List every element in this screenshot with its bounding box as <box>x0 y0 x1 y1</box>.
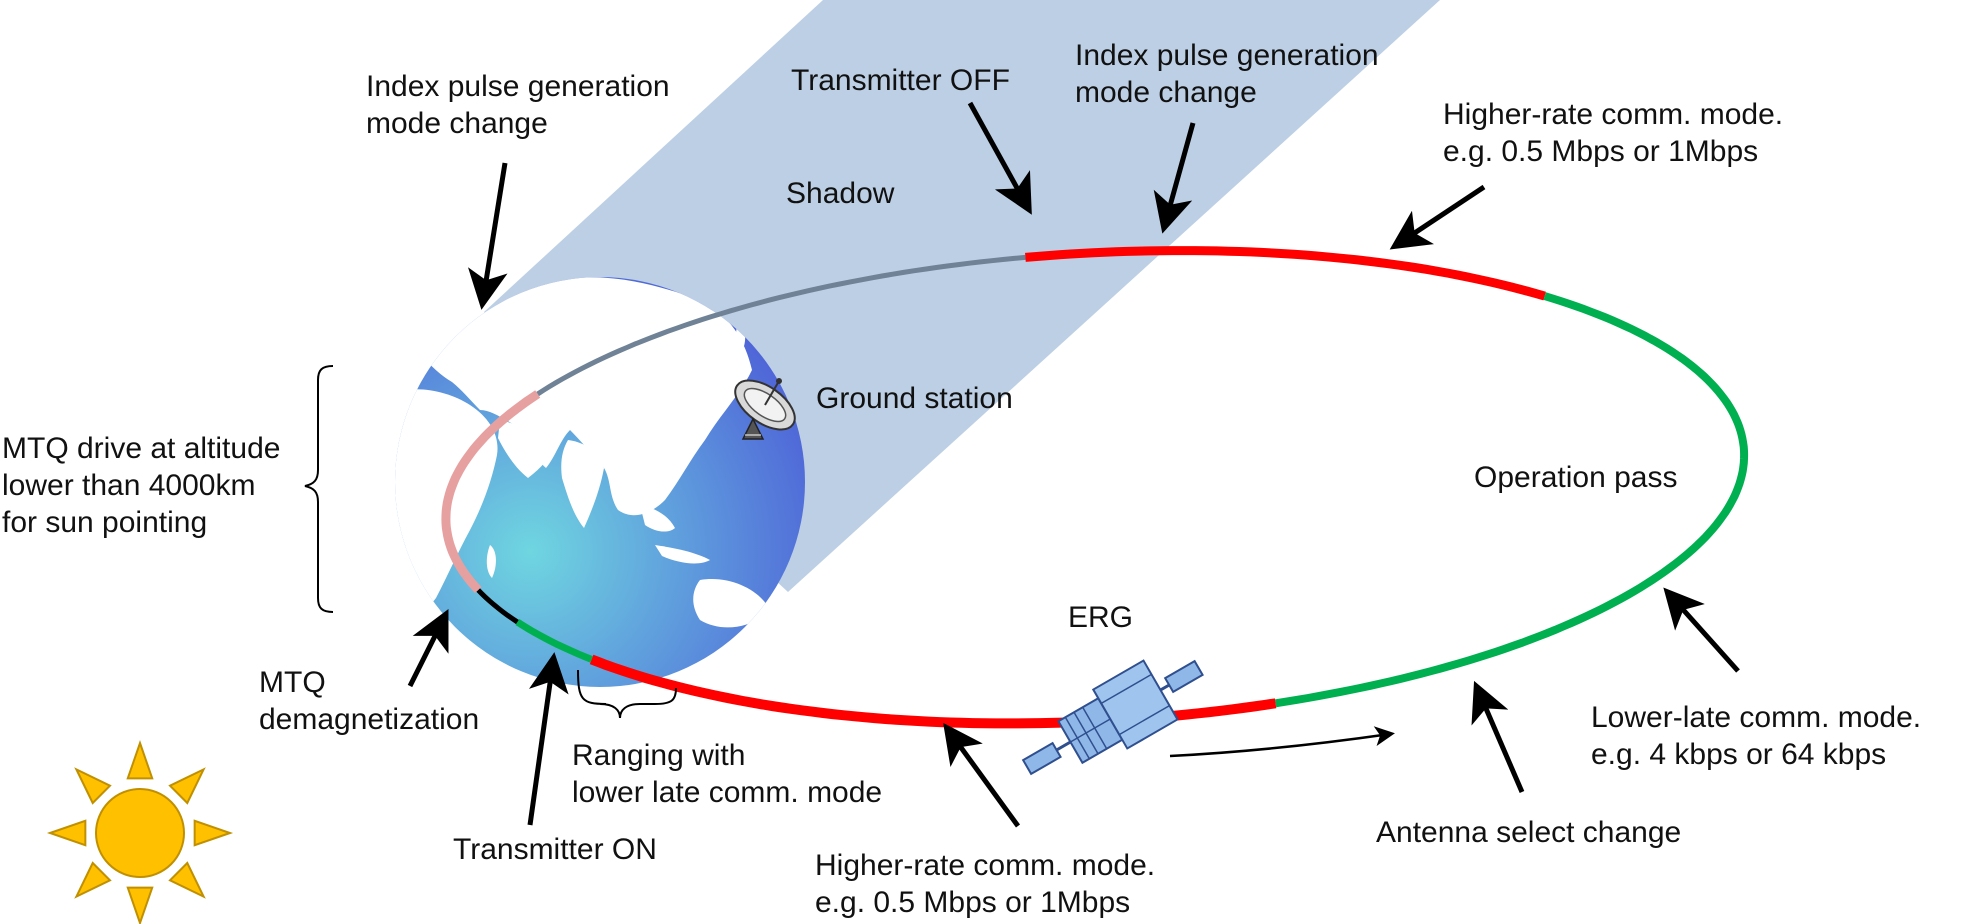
sun-ray <box>168 861 206 899</box>
arrow-index-pulse-left <box>468 162 508 310</box>
sun-ray <box>168 767 206 805</box>
label-index-pulse-top: Index pulse generation mode change <box>1075 39 1379 109</box>
orbit-segment-higher-rate-top <box>1025 246 1546 301</box>
label-erg: ERG <box>1068 601 1134 634</box>
label-antenna-select: Antenna select change <box>1376 816 1682 849</box>
erg-satellite-icon <box>1021 659 1204 776</box>
arrow-mtq-demag <box>407 609 449 688</box>
orbit-segment-lower-rate-right <box>1274 292 1749 708</box>
label-higher-rate-bottom: Higher-rate comm. mode. e.g. 0.5 Mbps or… <box>815 849 1156 919</box>
arrow-index-pulse-top <box>1153 122 1196 234</box>
sun-ray <box>46 819 87 847</box>
orbit-segment-mtq-drive <box>441 390 541 578</box>
label-higher-rate-top: Higher-rate comm. mode. e.g. 0.5 Mbps or… <box>1443 98 1784 168</box>
sun-ray <box>193 819 234 847</box>
sun-icon <box>46 739 234 924</box>
orbit-segment-mtq-demag <box>462 572 482 594</box>
sun-ray <box>74 861 112 899</box>
label-lower-late: Lower-late comm. mode. e.g. 4 kbps or 64… <box>1591 701 1922 771</box>
arrow-satellite-direction <box>1169 726 1395 758</box>
satellite-dish-icon <box>734 378 796 440</box>
label-transmitter-on: Transmitter ON <box>453 833 657 866</box>
arrow-transmitter-off <box>967 101 1032 215</box>
mtq-drive-brace <box>304 365 334 613</box>
label-mtq-demag: MTQ demagnetization <box>259 666 480 736</box>
orbit-segment-ranging <box>515 619 593 663</box>
orbit-segment-shadow <box>536 254 1026 397</box>
arrow-lower-late <box>1663 587 1740 673</box>
sun-ray <box>74 767 112 805</box>
arrow-transmitter-on <box>527 652 569 826</box>
label-transmitter-off: Transmitter OFF <box>791 64 1010 97</box>
sun-ray <box>126 886 154 924</box>
arrow-higher-rate-bottom <box>943 722 1021 828</box>
arrow-higher-rate-top <box>1389 184 1486 250</box>
orbit-segment-transmitter-on <box>476 588 519 625</box>
arrow-antenna-select <box>1471 680 1525 793</box>
label-ground-station: Ground station <box>816 382 1013 415</box>
earth-globe <box>395 277 805 687</box>
sun-ray <box>126 739 154 780</box>
label-ranging: Ranging with lower late comm. mode <box>572 739 883 809</box>
label-operation-pass: Operation pass <box>1474 461 1678 494</box>
ranging-brace <box>577 669 677 719</box>
label-mtq-drive: MTQ drive at altitude lower than 4000km … <box>2 432 281 539</box>
label-shadow: Shadow <box>786 177 895 210</box>
label-index-pulse-left: Index pulse generation mode change <box>366 70 670 140</box>
